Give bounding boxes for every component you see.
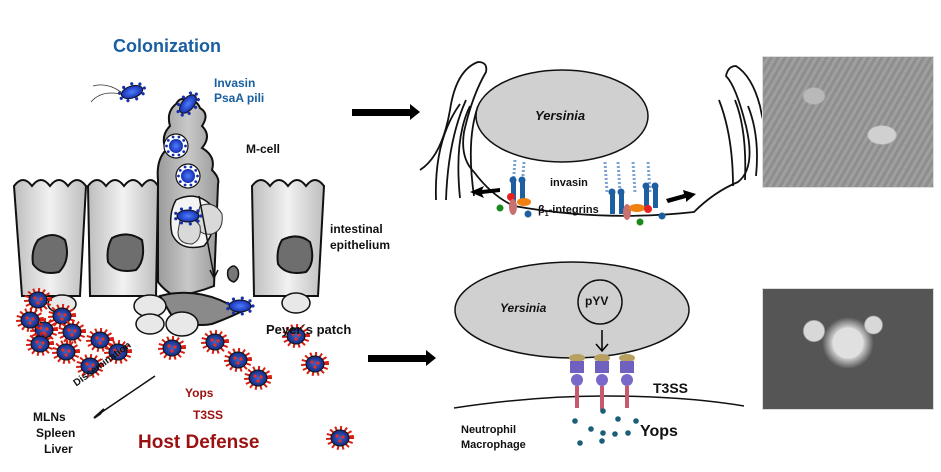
yop-bacterium	[158, 335, 186, 360]
yersinia-label-bottom: Yersinia	[500, 301, 547, 315]
yersinia-cell-top	[475, 69, 649, 163]
flagella	[90, 84, 122, 103]
invasin-label: invasin	[550, 177, 588, 189]
adhesin-psaa-label: PsaA pili	[214, 91, 265, 105]
integrins-text: -integrins	[548, 204, 599, 216]
epithelium-label-1: intestinal	[330, 222, 383, 236]
yop-bacterium	[301, 351, 329, 376]
t3ss-label-left: T3SS	[193, 408, 224, 422]
beta-symbol: β	[538, 204, 545, 216]
organ-liver: Liver	[44, 442, 73, 456]
yop-bacterium	[52, 339, 80, 364]
pyv-label: pYV	[585, 294, 609, 308]
beta-subscript: 1	[544, 211, 549, 219]
yop-bacterium	[326, 425, 354, 450]
arrow-to-t3ss	[368, 350, 436, 366]
yop-bacterium	[16, 307, 44, 332]
host-membrane-top	[419, 61, 805, 217]
yops-label-left: Yops	[185, 386, 214, 400]
pyv-arrow	[595, 330, 609, 353]
epithelial-cell-1	[12, 179, 88, 297]
yop-bacterium	[26, 331, 54, 356]
arrow-to-invasion	[352, 104, 420, 120]
host-defense-title: Host Defense	[138, 432, 260, 453]
yop-bacterium	[224, 347, 252, 372]
yop-bacterium	[58, 319, 86, 344]
epithelial-cell-3	[250, 179, 326, 297]
dissemination-arrow	[93, 375, 156, 419]
organ-spleen: Spleen	[36, 426, 76, 440]
colonization-title: Colonization	[113, 36, 221, 56]
t3ss-needles	[569, 354, 635, 410]
integrin-complex-left	[496, 159, 532, 218]
yop-bacterium	[24, 287, 52, 312]
membrane-spread-arrows	[470, 186, 696, 203]
host-membrane-bottom	[453, 395, 745, 409]
neutrophil-label: Neutrophil	[461, 424, 516, 436]
yop-bacterium	[244, 365, 272, 390]
integrins-label: β1-integrins	[538, 204, 599, 218]
yop-bacterium	[104, 339, 132, 364]
peyers-patch-label: Peyer´s patch	[266, 322, 352, 337]
yop-bacterium	[76, 353, 104, 378]
piliated-bacterium	[176, 91, 200, 117]
adhesin-invasin-label: Invasin	[214, 76, 256, 90]
piliated-bacterium	[174, 206, 203, 226]
sem-image-t3ss	[762, 288, 934, 410]
organ-mlns: MLNs	[33, 410, 66, 424]
yop-effectors	[572, 408, 639, 446]
yop-bacterium	[282, 323, 310, 348]
m-cell	[156, 98, 240, 298]
yop-bacterium	[201, 329, 229, 354]
peyers-patch-cells	[47, 291, 311, 337]
piliated-bacterium	[226, 296, 255, 316]
pyv-plasmid	[577, 279, 623, 325]
macrophage-label: Macrophage	[461, 439, 526, 451]
m-cell-label: M-cell	[246, 142, 281, 156]
t3ss-label-right: T3SS	[653, 380, 689, 396]
vacuole-bacterium	[163, 133, 189, 159]
sem-image-invasion	[762, 56, 934, 188]
integrin-complex-right	[603, 161, 666, 226]
yersinia-cell-bottom	[454, 261, 690, 359]
epithelial-cell-2	[86, 179, 160, 297]
yersinia-label-top: Yersinia	[535, 108, 586, 123]
epithelium-label-2: epithelium	[330, 238, 391, 252]
vacuole-bacterium	[175, 163, 201, 189]
yops-label-right: Yops	[640, 423, 678, 440]
